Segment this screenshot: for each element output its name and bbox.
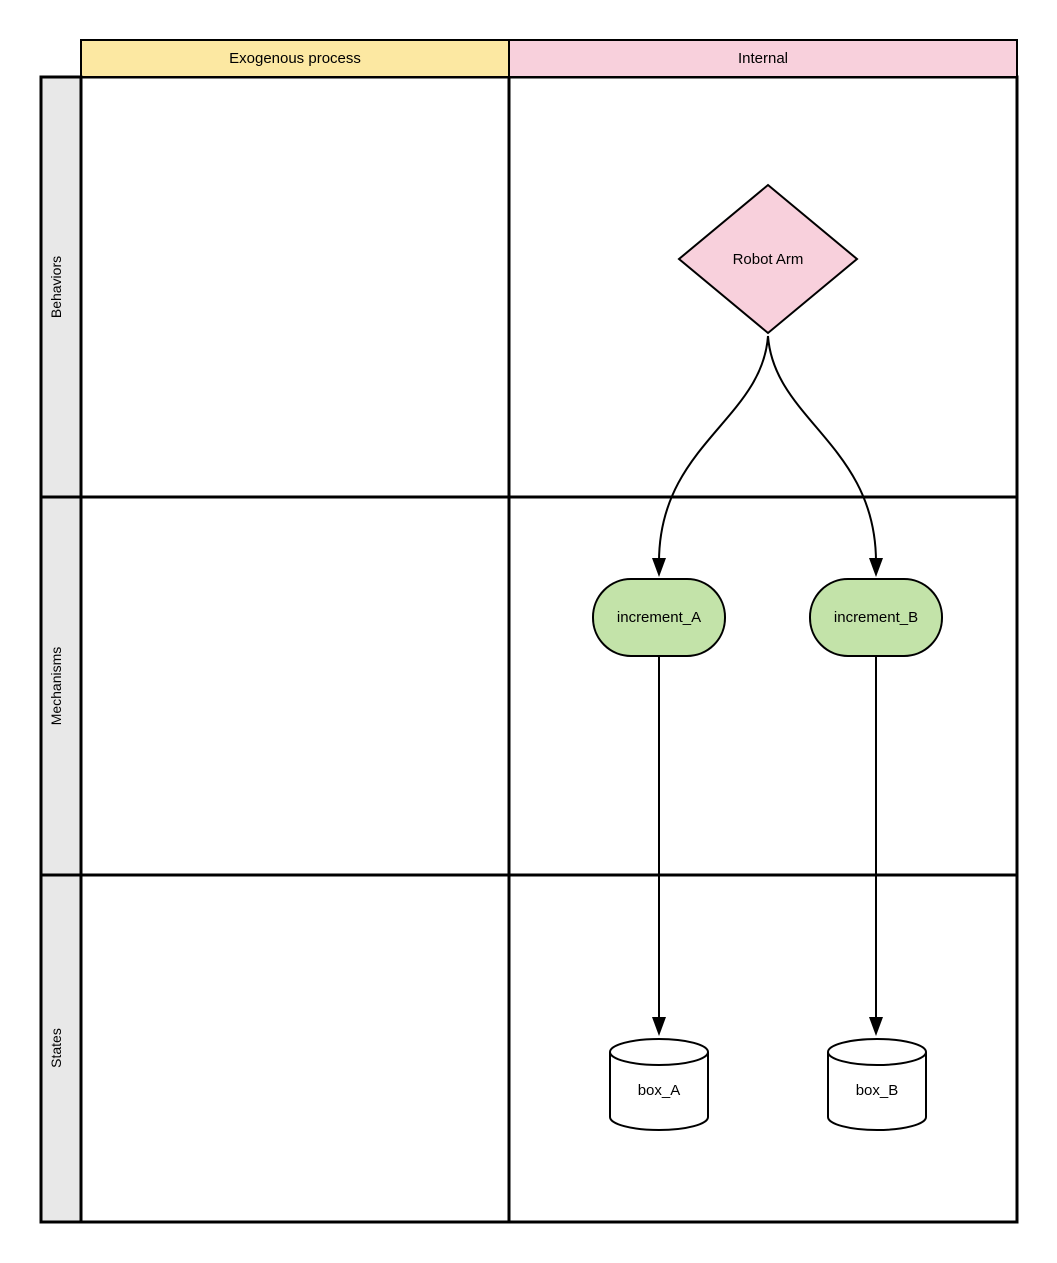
box-a-cylinder-body [609, 1038, 709, 1131]
row-header-states-label: States [48, 1028, 64, 1068]
edge-robot-arm-to-increment-a [652, 335, 769, 577]
swimlane-grid [79, 75, 1019, 1224]
edge-robot-arm-to-increment-a-curve [658, 335, 769, 563]
node-increment-a: increment_A [592, 578, 726, 657]
box-a-cylinder-rim [609, 1051, 709, 1066]
arrowhead-icon [869, 1017, 883, 1036]
column-header-exogenous: Exogenous process [80, 39, 510, 78]
increment-b-label: increment_B [834, 609, 918, 626]
row-header-states: States [39, 873, 83, 1224]
robot-arm-label: Robot Arm [733, 251, 804, 268]
node-box-b: box_B [827, 1038, 927, 1131]
node-robot-arm: Robot Arm [677, 183, 859, 335]
increment-b-rounded-rect [809, 578, 943, 657]
column-header-internal: Internal [508, 39, 1018, 78]
edge-robot-arm-to-increment-b [767, 335, 883, 577]
increment-a-label: increment_A [617, 609, 701, 626]
arrowhead-icon [869, 558, 883, 577]
arrowhead-icon [652, 1017, 666, 1036]
row-header-behaviors-label: Behaviors [48, 256, 64, 318]
row-header-mechanisms-label: Mechanisms [48, 647, 64, 726]
cell-mechanisms-exogenous [79, 495, 511, 877]
box-b-cylinder-rim [827, 1051, 927, 1066]
edge-robot-arm-to-increment-b-curve [767, 335, 877, 563]
column-header-exogenous-box [80, 39, 510, 78]
box-b-label: box_B [856, 1082, 899, 1099]
cell-behaviors-exogenous [79, 75, 511, 499]
node-box-a: box_A [609, 1038, 709, 1131]
box-a-label: box_A [638, 1082, 681, 1099]
node-increment-b: increment_B [809, 578, 943, 657]
edge-increment-b-to-box-b [869, 656, 883, 1036]
cell-states-internal [507, 873, 1019, 1224]
cell-mechanisms-internal [507, 495, 1019, 877]
row-header-mechanisms: Mechanisms [39, 495, 83, 877]
column-header-internal-box [508, 39, 1018, 78]
increment-a-rounded-rect [592, 578, 726, 657]
column-header-internal-label: Internal [738, 50, 788, 67]
row-header-behaviors: Behaviors [39, 75, 83, 499]
column-header-exogenous-label: Exogenous process [229, 50, 361, 67]
row-header-mechanisms-box [39, 495, 83, 877]
edge-increment-a-to-box-a [652, 656, 666, 1036]
robot-arm-diamond [677, 183, 859, 335]
row-header-states-box [39, 873, 83, 1224]
arrowhead-icon [652, 558, 666, 577]
cell-states-exogenous [79, 873, 511, 1224]
box-b-cylinder-body [827, 1038, 927, 1131]
